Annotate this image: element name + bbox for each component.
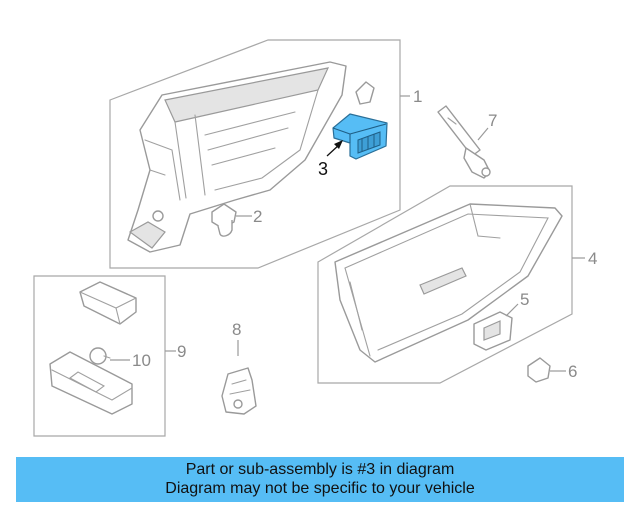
callout-5: 5: [520, 290, 529, 309]
leader-3-arrowhead: [334, 140, 343, 149]
callout-6: 6: [568, 362, 577, 381]
latch-part-5: [473, 311, 513, 351]
callout-1: 1: [413, 87, 422, 106]
callout-4: 4: [588, 249, 597, 268]
leader-7: [477, 127, 489, 141]
callout-2: 2: [253, 207, 262, 226]
glove-box-door-part-4: [334, 203, 563, 363]
lamp-part-9: [49, 281, 137, 415]
bumper-part-6: [527, 357, 551, 383]
callout-3: 3: [318, 159, 328, 179]
screw-part-2: [211, 203, 237, 237]
callout-9: 9: [177, 342, 186, 361]
highlighted-part-3: [332, 113, 388, 160]
callout-10: 10: [132, 351, 151, 370]
glove-box-housing: [127, 61, 347, 253]
retainer-clip: [355, 81, 375, 105]
leader-5: [505, 303, 519, 317]
socket-part-8: [221, 367, 257, 415]
damper-rod-part-7: [437, 105, 491, 179]
callout-7: 7: [488, 111, 497, 130]
callout-8: 8: [232, 320, 241, 339]
banner-line-2: Diagram may not be specific to your vehi…: [165, 480, 475, 497]
banner-line-1: Part or sub-assembly is #3 in diagram: [185, 461, 455, 478]
info-banner: Part or sub-assembly is #3 in diagram Di…: [16, 457, 624, 502]
